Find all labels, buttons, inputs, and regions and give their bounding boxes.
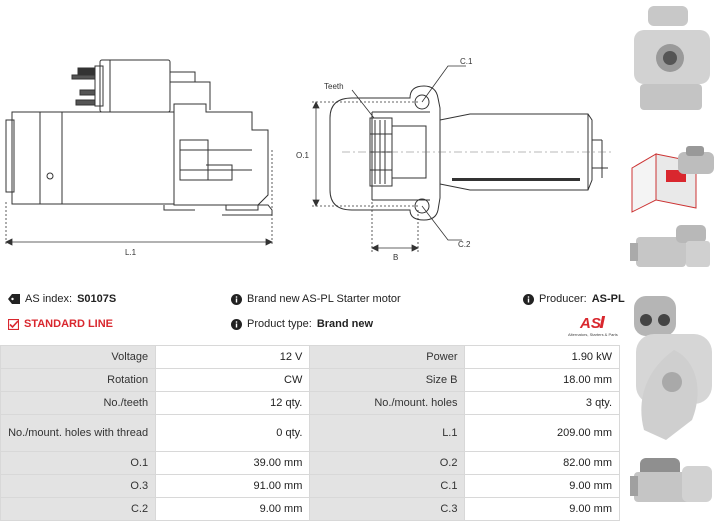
label-c2: C.2 [458,240,471,249]
starter-technical-drawing: L.1 O.1 [5,57,612,262]
product-photo-boxed[interactable] [626,140,718,218]
spec-key: Voltage [0,345,157,369]
table-row: O.1 39.00 mm O.2 82.00 mm [0,451,620,475]
spec-value: 12 V [155,345,311,369]
dimension-o1 [312,101,418,207]
spec-value: 18.00 mm [464,368,620,392]
specifications-table: Voltage 12 V Power 1.90 kW Rotation CW S… [0,345,620,521]
spec-value: 12 qty. [155,391,311,415]
product-photo-side[interactable] [626,215,718,283]
label-c1: C.1 [460,57,473,66]
product-photo-angle[interactable] [626,446,718,516]
table-row: Rotation CW Size B 18.00 mm [0,368,620,392]
spec-value: 0 qty. [155,414,311,452]
spec-key: Power [309,345,466,369]
as-index-value: S0107S [77,293,117,305]
table-row: Voltage 12 V Power 1.90 kW [0,345,620,369]
product-line: STANDARD LINE [8,318,113,330]
producer-label: Producer: [539,293,587,305]
spec-value: 82.00 mm [464,451,620,475]
as-index-label: AS index: [25,293,73,305]
line-text: STANDARD LINE [24,318,114,330]
dimension-label-b: B [393,253,398,262]
tag-icon [8,294,20,304]
spec-value: 91.00 mm [155,474,311,498]
info-icon [231,318,242,330]
info-icon [231,293,242,305]
spec-value: 209.00 mm [464,414,620,452]
product-type-label: Product type: [247,318,312,330]
product-type-value: Brand new [316,318,374,330]
dimension-label-l1: L.1 [125,248,137,257]
spec-key: No./teeth [0,391,157,415]
label-teeth: Teeth [324,82,344,91]
spec-key: Size B [309,368,466,392]
dimension-label-o1: O.1 [296,151,309,160]
table-row: O.3 91.00 mm C.1 9.00 mm [0,474,620,498]
logo-mark: AS [579,315,601,332]
spec-key: No./mount. holes [309,391,466,415]
producer: Producer: AS-PL [523,293,625,305]
as-pl-logo: AS Alternators, Starters & Parts [566,312,622,338]
as-index: AS index: S0107S [8,293,116,305]
spec-key: L.1 [309,414,466,452]
product-image-gallery [622,0,720,518]
spec-key: C.1 [309,474,466,498]
spec-value: CW [155,368,311,392]
dimension-b [371,186,419,252]
spec-value: 9.00 mm [155,497,311,521]
spec-value: 1.90 kW [464,345,620,369]
table-row: No./teeth 12 qty. No./mount. holes 3 qty… [0,391,620,415]
product-description: Brand new AS-PL Starter motor [231,293,401,305]
spec-key: C.3 [309,497,466,521]
spec-key: Rotation [0,368,157,392]
product-photo-front[interactable] [626,2,718,118]
info-icon [523,293,534,305]
spec-value: 9.00 mm [464,474,620,498]
side-view [5,59,273,216]
table-row: C.2 9.00 mm C.3 9.00 mm [0,497,620,521]
description-text: Brand new AS-PL Starter motor [247,293,401,305]
logo-tagline: Alternators, Starters & Parts [568,332,618,337]
producer-value: AS-PL [591,293,625,305]
spec-key: O.1 [0,451,157,475]
spec-key: No./mount. holes with thread [0,414,157,452]
spec-value: 9.00 mm [464,497,620,521]
product-photo-end[interactable] [626,290,718,448]
spec-key: O.2 [309,451,466,475]
checkbox-check-icon [8,318,19,330]
spec-key: C.2 [0,497,157,521]
spec-key: O.3 [0,474,157,498]
dimension-l1 [5,150,273,246]
product-type: Product type: Brand new [231,318,373,330]
spec-value: 39.00 mm [155,451,311,475]
spec-value: 3 qty. [464,391,620,415]
table-row: No./mount. holes with thread 0 qty. L.1 … [0,414,620,452]
